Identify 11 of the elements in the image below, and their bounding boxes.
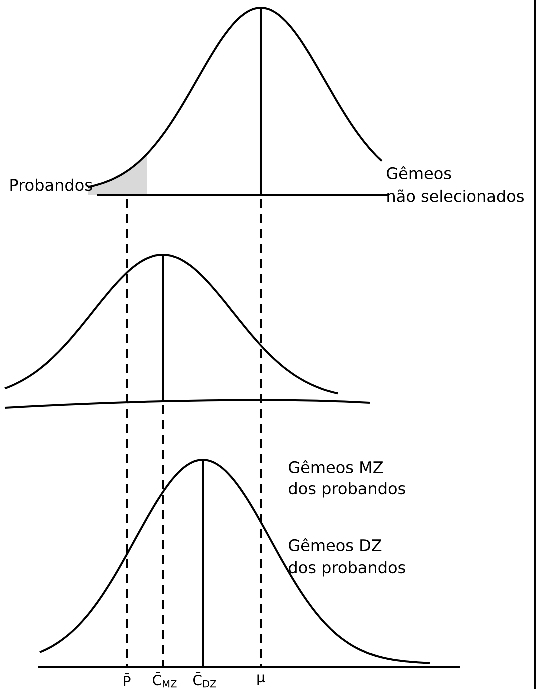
axis-label: C̄$_{DZ}$ (194, 672, 216, 688)
curve-label: Probandos (10, 178, 92, 192)
curve-label: Gêmeos DZ (289, 538, 382, 552)
axis-label: C̄$_{MZ}$ (153, 672, 177, 688)
axis-label: μ (258, 674, 266, 686)
curve-label: Gêmeos (387, 166, 452, 180)
curve-label: dos probandos (289, 561, 406, 577)
axis-label: P̄ (124, 674, 131, 686)
curve-label: Gêmeos MZ (289, 460, 384, 474)
curve-label: não selecionados (388, 190, 524, 202)
curve-label: dos probandos (289, 482, 406, 498)
